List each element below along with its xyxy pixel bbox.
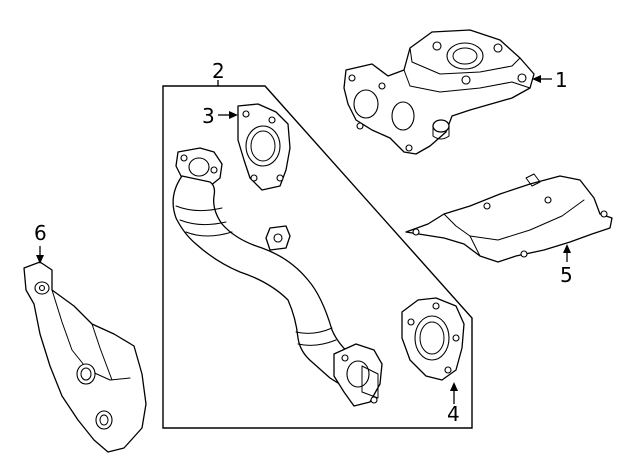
callout-1-leader [532, 75, 552, 83]
callout-5: 5 [560, 263, 573, 287]
part-5-heat-shield[interactable] [405, 173, 613, 263]
part-2-exhaust-pipe[interactable] [172, 147, 383, 407]
callout-1: 1 [555, 68, 568, 92]
part-6-bracket[interactable] [23, 261, 147, 453]
callout-5-leader [563, 244, 571, 262]
callout-4: 4 [447, 402, 460, 426]
callout-6: 6 [34, 221, 47, 245]
part-4-gasket[interactable] [401, 297, 465, 381]
callout-3-leader [218, 111, 238, 119]
callout-4-leader [450, 382, 458, 404]
part-3-gasket[interactable] [237, 103, 291, 191]
callout-6-leader [36, 246, 44, 264]
callout-2: 2 [212, 59, 225, 83]
part-1-manifold-adapter[interactable] [343, 29, 535, 155]
group-box-2 [162, 85, 473, 429]
callout-3: 3 [202, 104, 215, 128]
